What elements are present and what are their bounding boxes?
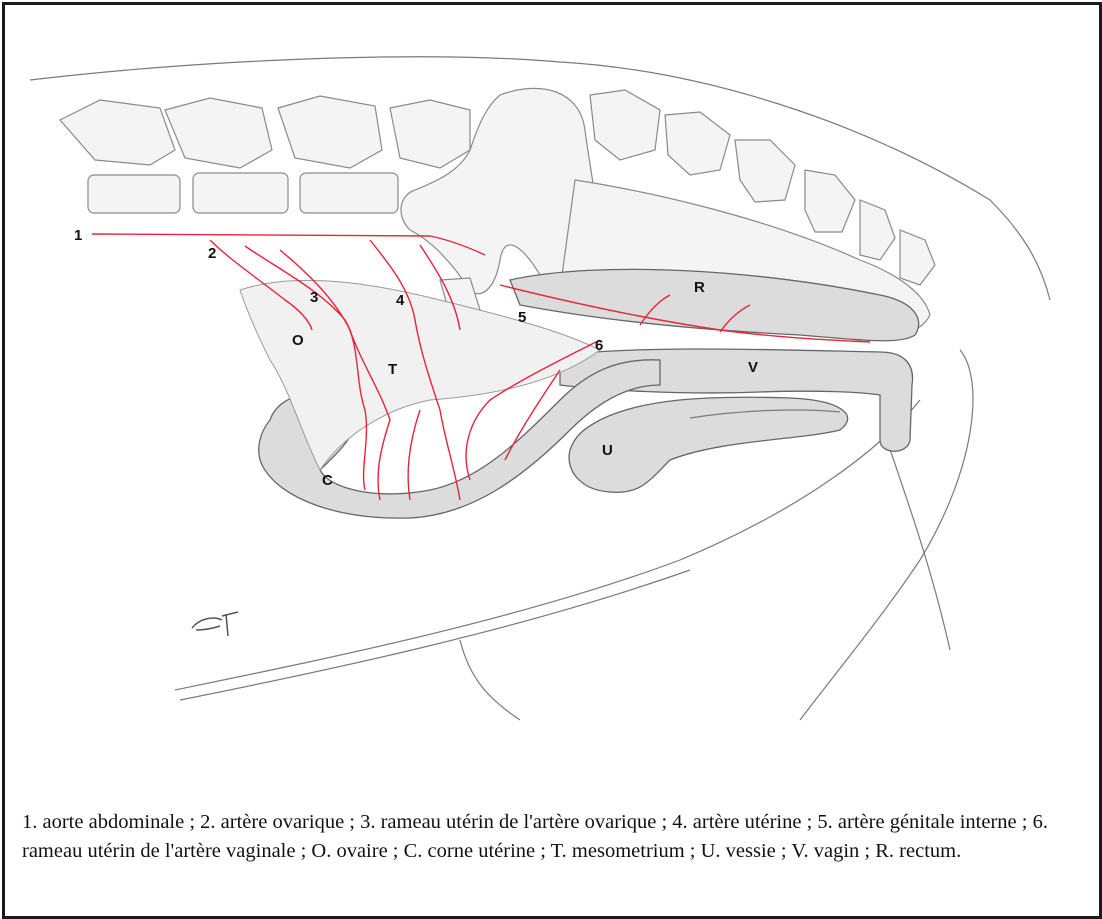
- label-uterine-horn: C: [322, 472, 333, 489]
- label-4: 4: [396, 292, 405, 309]
- label-6: 6: [595, 337, 603, 354]
- leg-outline: [880, 420, 950, 650]
- label-3: 3: [310, 289, 318, 306]
- ventral-outline-2: [180, 570, 690, 700]
- leg-outline-2: [460, 640, 520, 720]
- figure-caption: 1. aorte abdominale ; 2. artère ovarique…: [22, 808, 1082, 866]
- label-2: 2: [208, 245, 216, 262]
- anatomy-diagram: 1 2 3 4 5 6 O T C U V R: [0, 0, 1102, 760]
- label-5: 5: [518, 309, 526, 326]
- label-vagina: V: [748, 359, 758, 376]
- label-rectum: R: [694, 279, 705, 296]
- label-mesometrium: T: [388, 361, 397, 378]
- label-ovary: O: [292, 332, 304, 349]
- artist-signature: [192, 612, 238, 636]
- label-bladder: U: [602, 442, 613, 459]
- label-1: 1: [74, 227, 82, 244]
